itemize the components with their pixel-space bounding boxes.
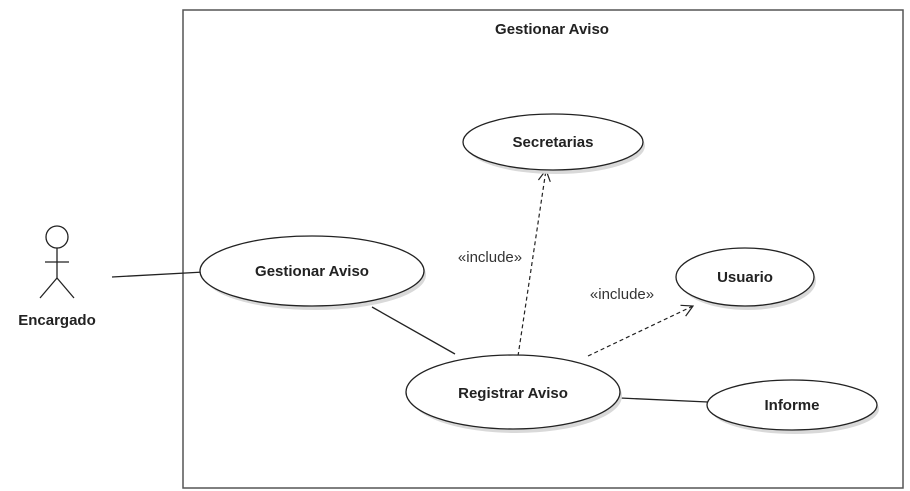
use-case-label-registrar-aviso: Registrar Aviso bbox=[458, 385, 568, 402]
use-case-registrar-aviso[interactable]: Registrar Aviso bbox=[405, 354, 622, 433]
include-arrow-secretarias bbox=[517, 168, 551, 357]
use-case-secretarias[interactable]: Secretarias bbox=[462, 113, 645, 174]
include-arrow-usuario bbox=[587, 304, 695, 357]
association-gestionar-registrar bbox=[371, 306, 456, 355]
use-case-informe[interactable]: Informe bbox=[706, 379, 879, 434]
actor-encargado: Encargado bbox=[18, 225, 96, 329]
include-label-usuario: «include» bbox=[590, 286, 654, 303]
association-actor-gestionar bbox=[111, 271, 205, 278]
use-case-label-gestionar-aviso: Gestionar Aviso bbox=[255, 263, 369, 280]
use-case-usuario[interactable]: Usuario bbox=[675, 247, 816, 310]
system-title: Gestionar Aviso bbox=[495, 21, 609, 38]
actor-icon bbox=[39, 225, 75, 299]
use-case-gestionar-aviso[interactable]: Gestionar Aviso bbox=[199, 235, 426, 310]
include-label-secretarias: «include» bbox=[458, 249, 522, 266]
association-registrar-informe bbox=[619, 397, 709, 403]
use-case-label-secretarias: Secretarias bbox=[513, 134, 594, 151]
use-case-label-usuario: Usuario bbox=[717, 269, 773, 286]
actor-label: Encargado bbox=[18, 312, 96, 329]
use-case-label-informe: Informe bbox=[764, 397, 819, 414]
